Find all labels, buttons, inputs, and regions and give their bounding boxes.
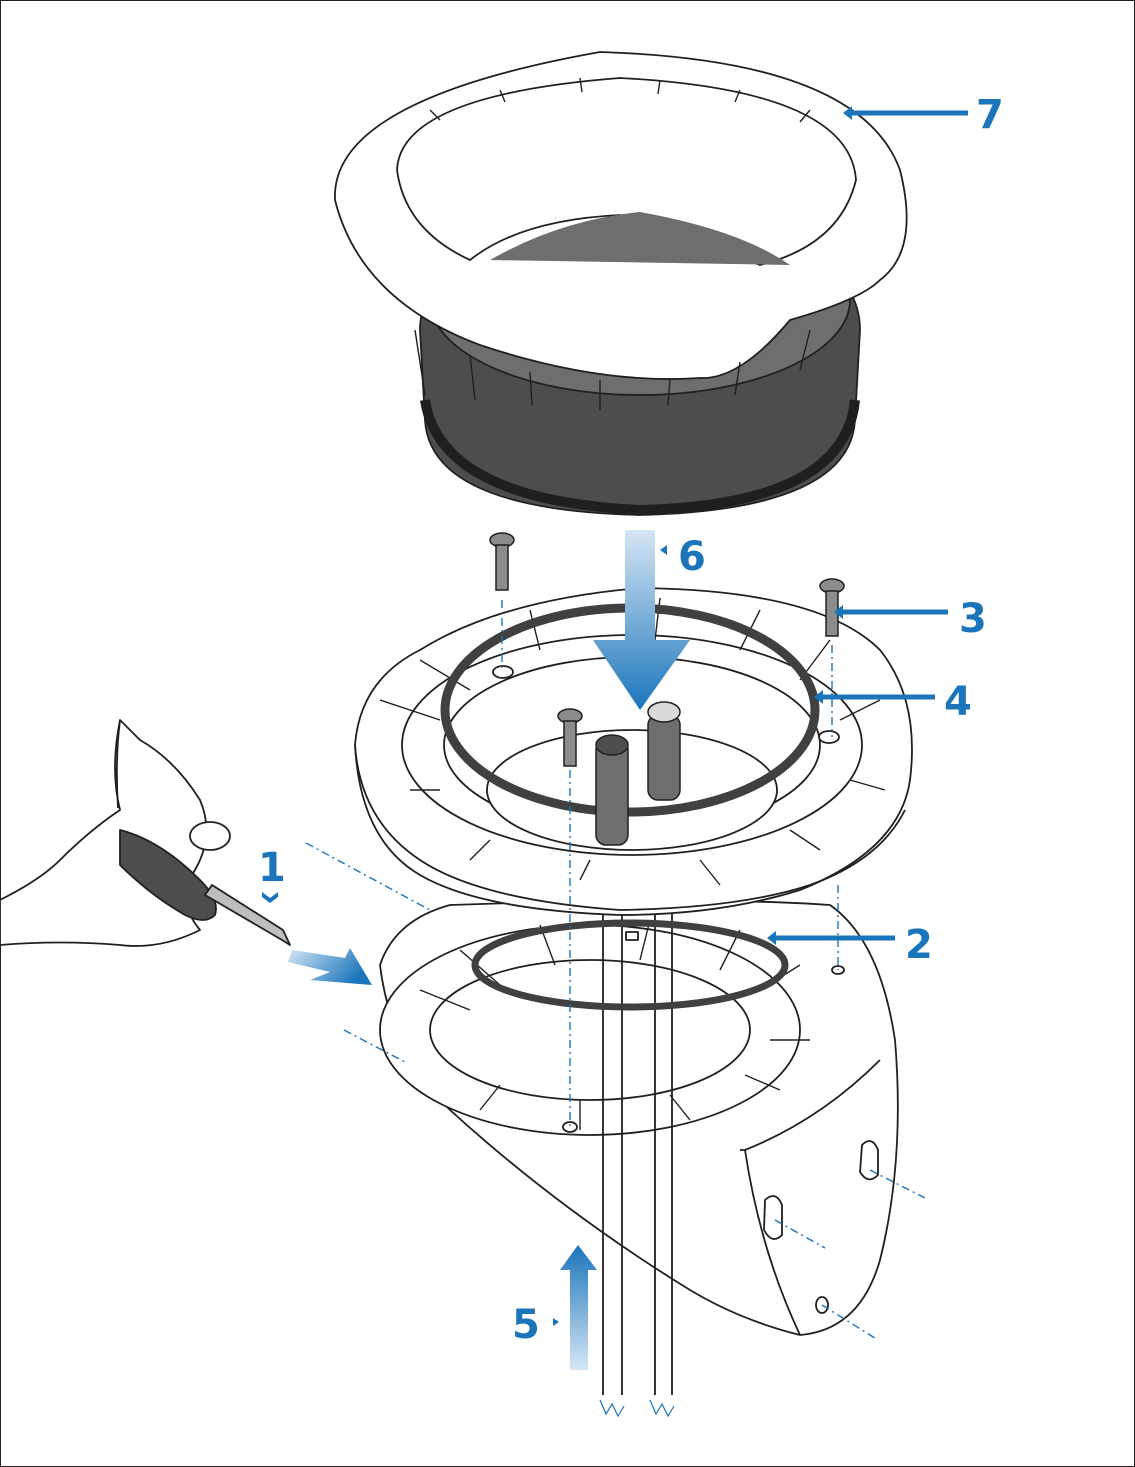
callout-5: 5 — [512, 1302, 540, 1348]
base-bracket — [379, 899, 899, 1336]
callout-3: 3 — [959, 596, 987, 642]
cable-connectors — [595, 701, 681, 846]
leader-lines — [775, 110, 968, 941]
callout-1: 1 — [258, 845, 286, 891]
mounting-plate — [354, 587, 913, 941]
callout-4: 4 — [944, 679, 972, 725]
guide-lines — [305, 600, 926, 1341]
callout-6: 6 — [678, 534, 706, 580]
arrow-up-5 — [560, 1245, 597, 1370]
screws — [489, 532, 845, 767]
callout-7: 7 — [976, 92, 1004, 138]
arrow-down-6 — [593, 530, 690, 710]
bezel-ring — [334, 51, 908, 410]
gasket-ring-2 — [471, 919, 789, 1011]
leader-tips — [262, 106, 852, 1326]
assembly-arrows — [288, 530, 690, 1370]
arrow-insert-1 — [288, 948, 372, 985]
hand-with-screwdriver-icon — [0, 719, 291, 947]
callout-2: 2 — [905, 922, 933, 968]
